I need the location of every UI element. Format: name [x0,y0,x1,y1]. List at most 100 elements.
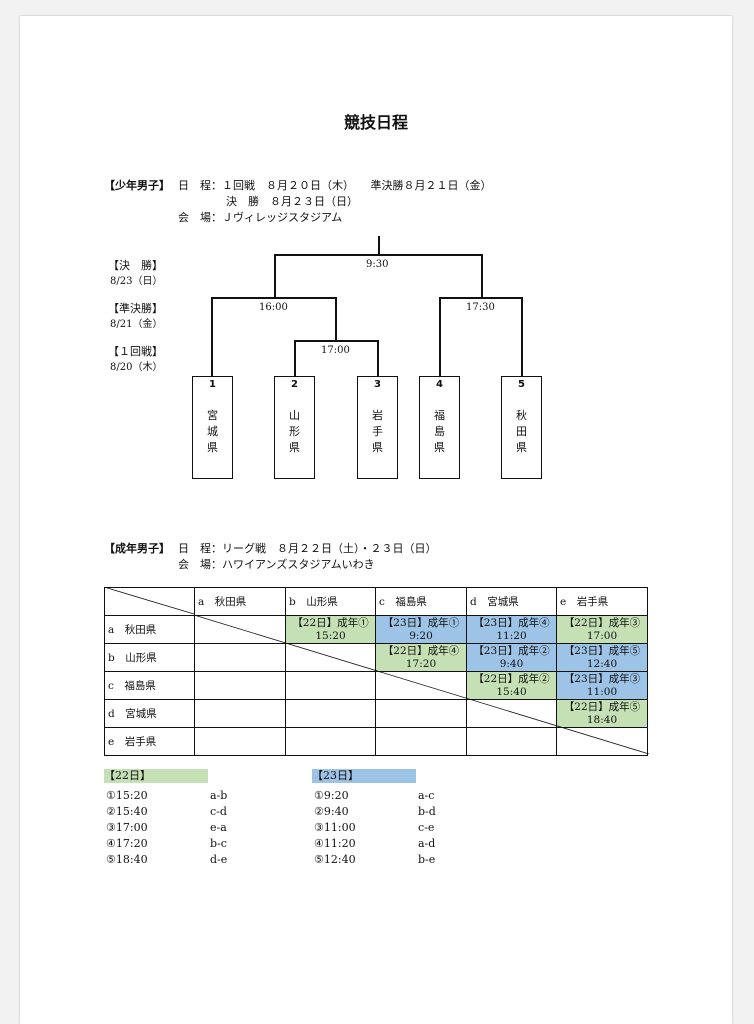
match-pair: a-b [210,789,228,802]
match-label: 【23日】成年② [473,644,550,657]
team-box-2: 2 山形県 [274,376,315,479]
match-time: 17:20 [405,657,437,670]
match-label: 【22日】成年② [473,672,550,685]
time-first-round: 17:00 [321,345,350,356]
match-pair: e-a [210,821,227,834]
match-pair: b-c [210,837,227,850]
round-semi-date: 8/21（金） [110,319,163,330]
match-time: ⑤12:40 [314,853,356,866]
adult-schedule: 日 程：リーグ戦 ８月２２日（土）・２３日（日） [178,542,437,555]
page-title: 競技日程 [343,113,408,132]
adult-venue: 会 場：ハワイアンズスタジアムいわき [178,558,375,571]
day22-times: ①15:20 ②15:40 ③17:00 ④17:20 ⑤18:40 [106,788,148,868]
match-time: ①15:20 [106,789,148,802]
match-time: ⑤18:40 [106,853,148,866]
boys-schedule-line2: 決 勝 ８月２３日（日） [226,195,358,208]
match-time: 15:20 [315,629,346,642]
boys-label: 【少年男子】 [104,179,170,192]
column-header: a 秋田県 [194,587,286,616]
match-pair: c-e [418,821,435,834]
row-header: c 福島県 [104,671,195,700]
boys-venue: 会 場：Ｊヴィレッジスタジアム [178,211,343,224]
table-row: e 岩手県 [104,727,648,756]
match-time: ④17:20 [106,837,148,850]
day23-pairs: a-c b-d c-e a-d b-e [418,788,436,868]
round-final-date: 8/23（日） [110,276,163,287]
match-time: 9:40 [499,657,524,670]
match-time: 17:00 [586,629,618,642]
round-first-date: 8/20（木） [110,362,163,373]
match-pair: a-c [418,789,435,802]
match-pair: a-d [418,837,436,850]
match-label: 【22日】成年⑤ [563,700,641,713]
time-final: 9:30 [366,259,389,270]
match-pair: b-e [418,853,436,866]
empty-cell [466,727,557,756]
team-number: 3 [374,379,381,390]
match-time: 12:40 [586,657,618,670]
team-number: 5 [518,379,525,390]
team-name: 福島県 [434,409,445,454]
match-label: 【23日】成年④ [473,616,550,629]
team-number: 2 [291,379,298,390]
day23-times: ①9:20 ②9:40 ③11:00 ④11:20 ⑤12:40 [314,788,356,868]
document-page: 競技日程 【少年男子】 日 程：１回戦 ８月２０日（木） 準決勝８月２１日（金）… [20,16,732,1024]
match-label: 【22日】成年③ [563,616,641,629]
empty-cell [194,727,286,756]
row-header: d 宮城県 [104,699,195,728]
corner-diagonal [104,587,195,615]
boys-schedule-line1: 日 程：１回戦 ８月２０日（木） 準決勝８月２１日（金） [178,179,492,192]
match-time: 11:00 [586,685,618,698]
match-pair: b-d [418,805,436,818]
team-number: 4 [436,379,443,390]
table-diagonals [104,587,649,754]
match-label: 【22日】成年① [292,616,369,629]
match-label: 【23日】成年⑤ [563,644,641,657]
team-name: 山形県 [289,409,300,454]
match-time: ②9:40 [314,805,349,818]
team-box-1: 1 宮城県 [192,376,233,479]
team-box-5: 5 秋田県 [501,376,542,479]
match-time: 9:20 [409,629,433,642]
match-time: ②15:40 [106,805,148,818]
day23-label: 【23日】 [312,769,416,783]
empty-cell [556,727,648,756]
time-semi-left: 16:00 [259,302,288,313]
team-name: 岩手県 [372,409,383,454]
match-pair: c-d [210,805,227,818]
match-time: ④11:20 [314,837,356,850]
team-box-4: 4 福島県 [419,376,460,479]
match-pair: d-e [210,853,228,866]
match-time: ③11:00 [314,821,356,834]
day22-pairs: a-b c-d e-a b-c d-e [210,788,227,868]
round-semi-label: 【準決勝】 [108,302,163,315]
match-label: 【23日】成年③ [563,672,641,685]
adult-label: 【成年男子】 [104,542,170,555]
team-box-3: 3 岩手県 [357,376,398,479]
team-number: 1 [209,379,216,390]
team-name: 宮城県 [207,409,218,454]
match-time: 18:40 [586,713,618,726]
match-label: 【22日】成年④ [382,644,460,657]
column-header: b 山形県 [285,587,376,616]
match-time: ①9:20 [314,789,349,802]
league-table: a 秋田県 b 山形県 c 福島県 d 宮城県 e 岩手県 a 秋田県 【22日… [104,587,648,756]
match-time: ③17:00 [106,821,148,834]
row-header: b 山形県 [104,643,195,672]
column-header: d 宮城県 [466,587,557,616]
day22-label: 【22日】 [104,769,208,783]
team-name: 秋田県 [516,409,527,454]
match-label: 【23日】成年① [382,616,460,629]
